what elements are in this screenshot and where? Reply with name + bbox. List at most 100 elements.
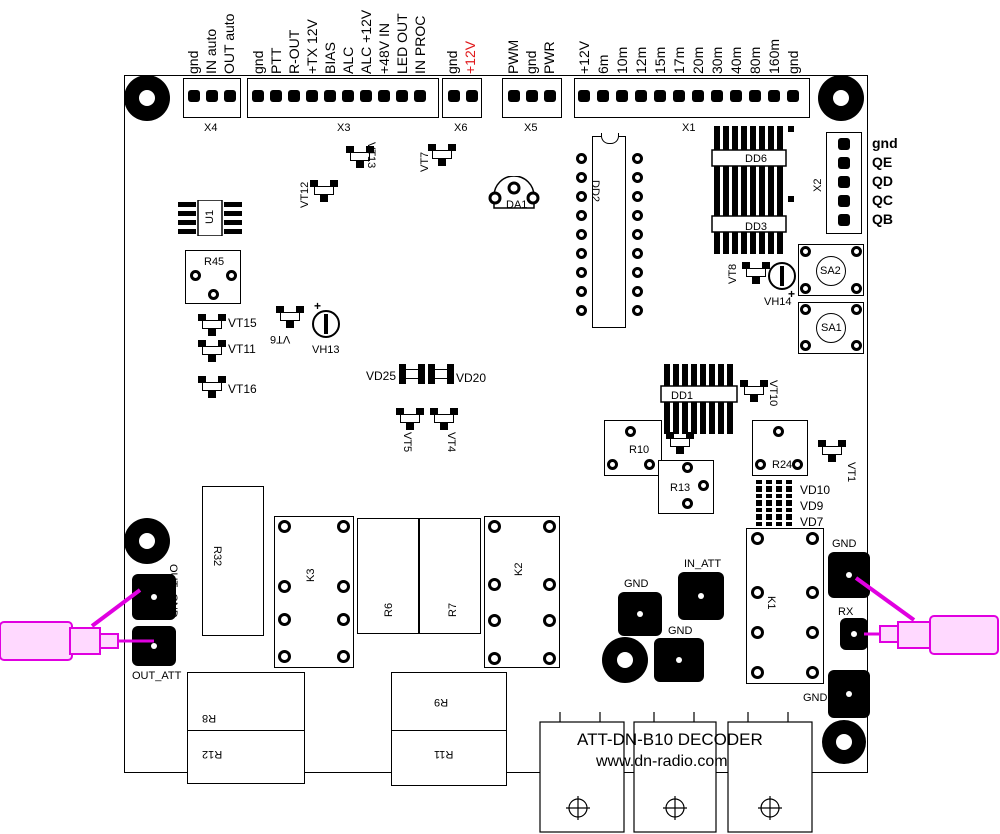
vt6-transistor: [276, 306, 304, 328]
x1-pin-160m: 160m: [766, 38, 782, 74]
vt13-transistor: [346, 146, 374, 168]
vt11-transistor: [198, 340, 226, 362]
k2-label: K2: [513, 562, 525, 576]
r7-label: R7: [447, 602, 459, 617]
vt12-transistor: [310, 180, 338, 202]
r9-r11-resistor: [391, 672, 507, 786]
r6-label: R6: [383, 602, 395, 617]
r10-label: R10: [629, 444, 650, 456]
vt5-transistor: [396, 408, 424, 430]
rx-label: RX: [838, 606, 854, 618]
vd-diode-array: [753, 480, 797, 526]
coax-cable-right: [854, 576, 999, 655]
x6-pin-gnd: gnd: [444, 50, 460, 74]
u1-chip: [178, 200, 242, 236]
dd1-label: DD1: [671, 390, 694, 402]
vd7-label: VD7: [800, 515, 824, 529]
dd3-label: DD3: [745, 221, 768, 233]
out-att-pad[interactable]: [132, 626, 176, 666]
x2-label: X2: [812, 178, 824, 192]
x5-pin-pwm: PWM: [505, 39, 521, 74]
vd9-label: VD9: [800, 499, 824, 513]
vt6-label: VT6: [270, 333, 291, 345]
x1-pin-10m: 10m: [614, 46, 630, 74]
x5-label: X5: [524, 122, 538, 134]
vd25-diode: [399, 364, 425, 384]
gnd-pad-2[interactable]: [654, 638, 704, 682]
k3-label: K3: [305, 568, 317, 582]
x3-pin-bias: BIAS: [322, 42, 338, 74]
x3-pin-tx-12v: +TX 12V: [304, 19, 320, 74]
r11-label: R11: [434, 748, 454, 760]
x1-pin-40m: 40m: [728, 46, 744, 74]
unlabeled-transistor: [666, 432, 694, 454]
r32-resistor: [202, 486, 264, 636]
k1-relay: [746, 528, 824, 684]
gnd-pad-right-top[interactable]: [828, 552, 870, 598]
x3-pin-alc-12v: ALC +12V: [358, 9, 374, 74]
r8-r12-resistor: [187, 672, 305, 784]
vt15-label: VT15: [228, 316, 257, 330]
r6-resistor: [357, 518, 419, 634]
potentiometers: [539, 712, 813, 833]
x1-label: X1: [682, 122, 696, 134]
vt10-transistor: [740, 380, 768, 402]
x5-pin-gnd: gnd: [523, 50, 539, 74]
x1-pin-12v: +12V: [576, 40, 592, 74]
vt13-label: VT13: [365, 142, 377, 169]
dd2-label: DD2: [589, 180, 601, 203]
u1-label: U1: [204, 209, 216, 224]
gnd-pad-1-label: GND: [624, 578, 649, 590]
sa2-label: SA2: [820, 265, 841, 277]
in-att-pad[interactable]: [678, 572, 724, 620]
x3-pin-48v-in: +48V IN: [376, 23, 392, 74]
x4-pin-in-auto: IN auto: [203, 28, 219, 74]
da1-regulator: [488, 176, 540, 209]
r24-label: R24: [772, 459, 793, 471]
da1-label: DA1: [506, 199, 528, 211]
x4-pin-out-auto: OUT auto: [221, 13, 237, 74]
vt7-transistor: [428, 144, 456, 166]
gnd-right-bottom-label: GND: [803, 692, 828, 704]
vt4-label: VT4: [445, 432, 457, 453]
x2-pin-qc: QC: [872, 192, 893, 208]
rx-pad[interactable]: [840, 618, 868, 650]
dd2-chip: [592, 136, 626, 328]
x2-pin-qb: QB: [872, 211, 893, 227]
vt16-label: VT16: [228, 382, 257, 396]
gnd-pad-right-bottom[interactable]: [828, 670, 870, 718]
out-gnd-pad[interactable]: [132, 574, 176, 620]
k1-label: K1: [765, 596, 777, 610]
r7-resistor: [419, 518, 481, 634]
x1-pin-20m: 20m: [690, 46, 706, 74]
svg-text:+: +: [788, 287, 795, 300]
in-att-label: IN_ATT: [684, 558, 722, 570]
vt7-label: VT7: [419, 151, 431, 172]
vh13-label: VH13: [312, 344, 340, 356]
x3-pin-ptt: PTT: [268, 47, 284, 74]
x3-pin-in-proc: IN PROC: [412, 15, 428, 74]
x3-pin-gnd: gnd: [250, 50, 266, 74]
vt11-label: VT11: [228, 342, 256, 356]
dd6-label: DD6: [745, 153, 768, 165]
x1-pin-30m: 30m: [709, 46, 725, 74]
board-url: www.dn-radio.com: [596, 753, 728, 770]
vt1-transistor: [818, 440, 846, 462]
vd20-label: VD20: [456, 371, 487, 385]
x6-label: X6: [454, 122, 468, 134]
gnd-pad-2-label: GND: [668, 625, 693, 637]
x1-pin-17m: 17m: [671, 46, 687, 74]
x1-pin-12m: 12m: [633, 46, 649, 74]
dd1-chip: [660, 364, 738, 434]
gnd-pad-1[interactable]: [618, 592, 662, 636]
x4-pin-gnd: gnd: [185, 50, 201, 74]
coax-cable-left: [0, 588, 154, 661]
vt12-label: VT12: [299, 181, 311, 208]
vt8-transistor: [742, 262, 770, 284]
sa1-label: SA1: [821, 322, 842, 334]
x3-pin-alc: ALC: [340, 46, 356, 74]
x1-pin-80m: 80m: [747, 46, 763, 74]
x1-pin-15m: 15m: [652, 46, 668, 74]
x6-pin-plus12v: +12V: [462, 40, 478, 74]
x3-pin-r-out: R-OUT: [286, 29, 302, 74]
